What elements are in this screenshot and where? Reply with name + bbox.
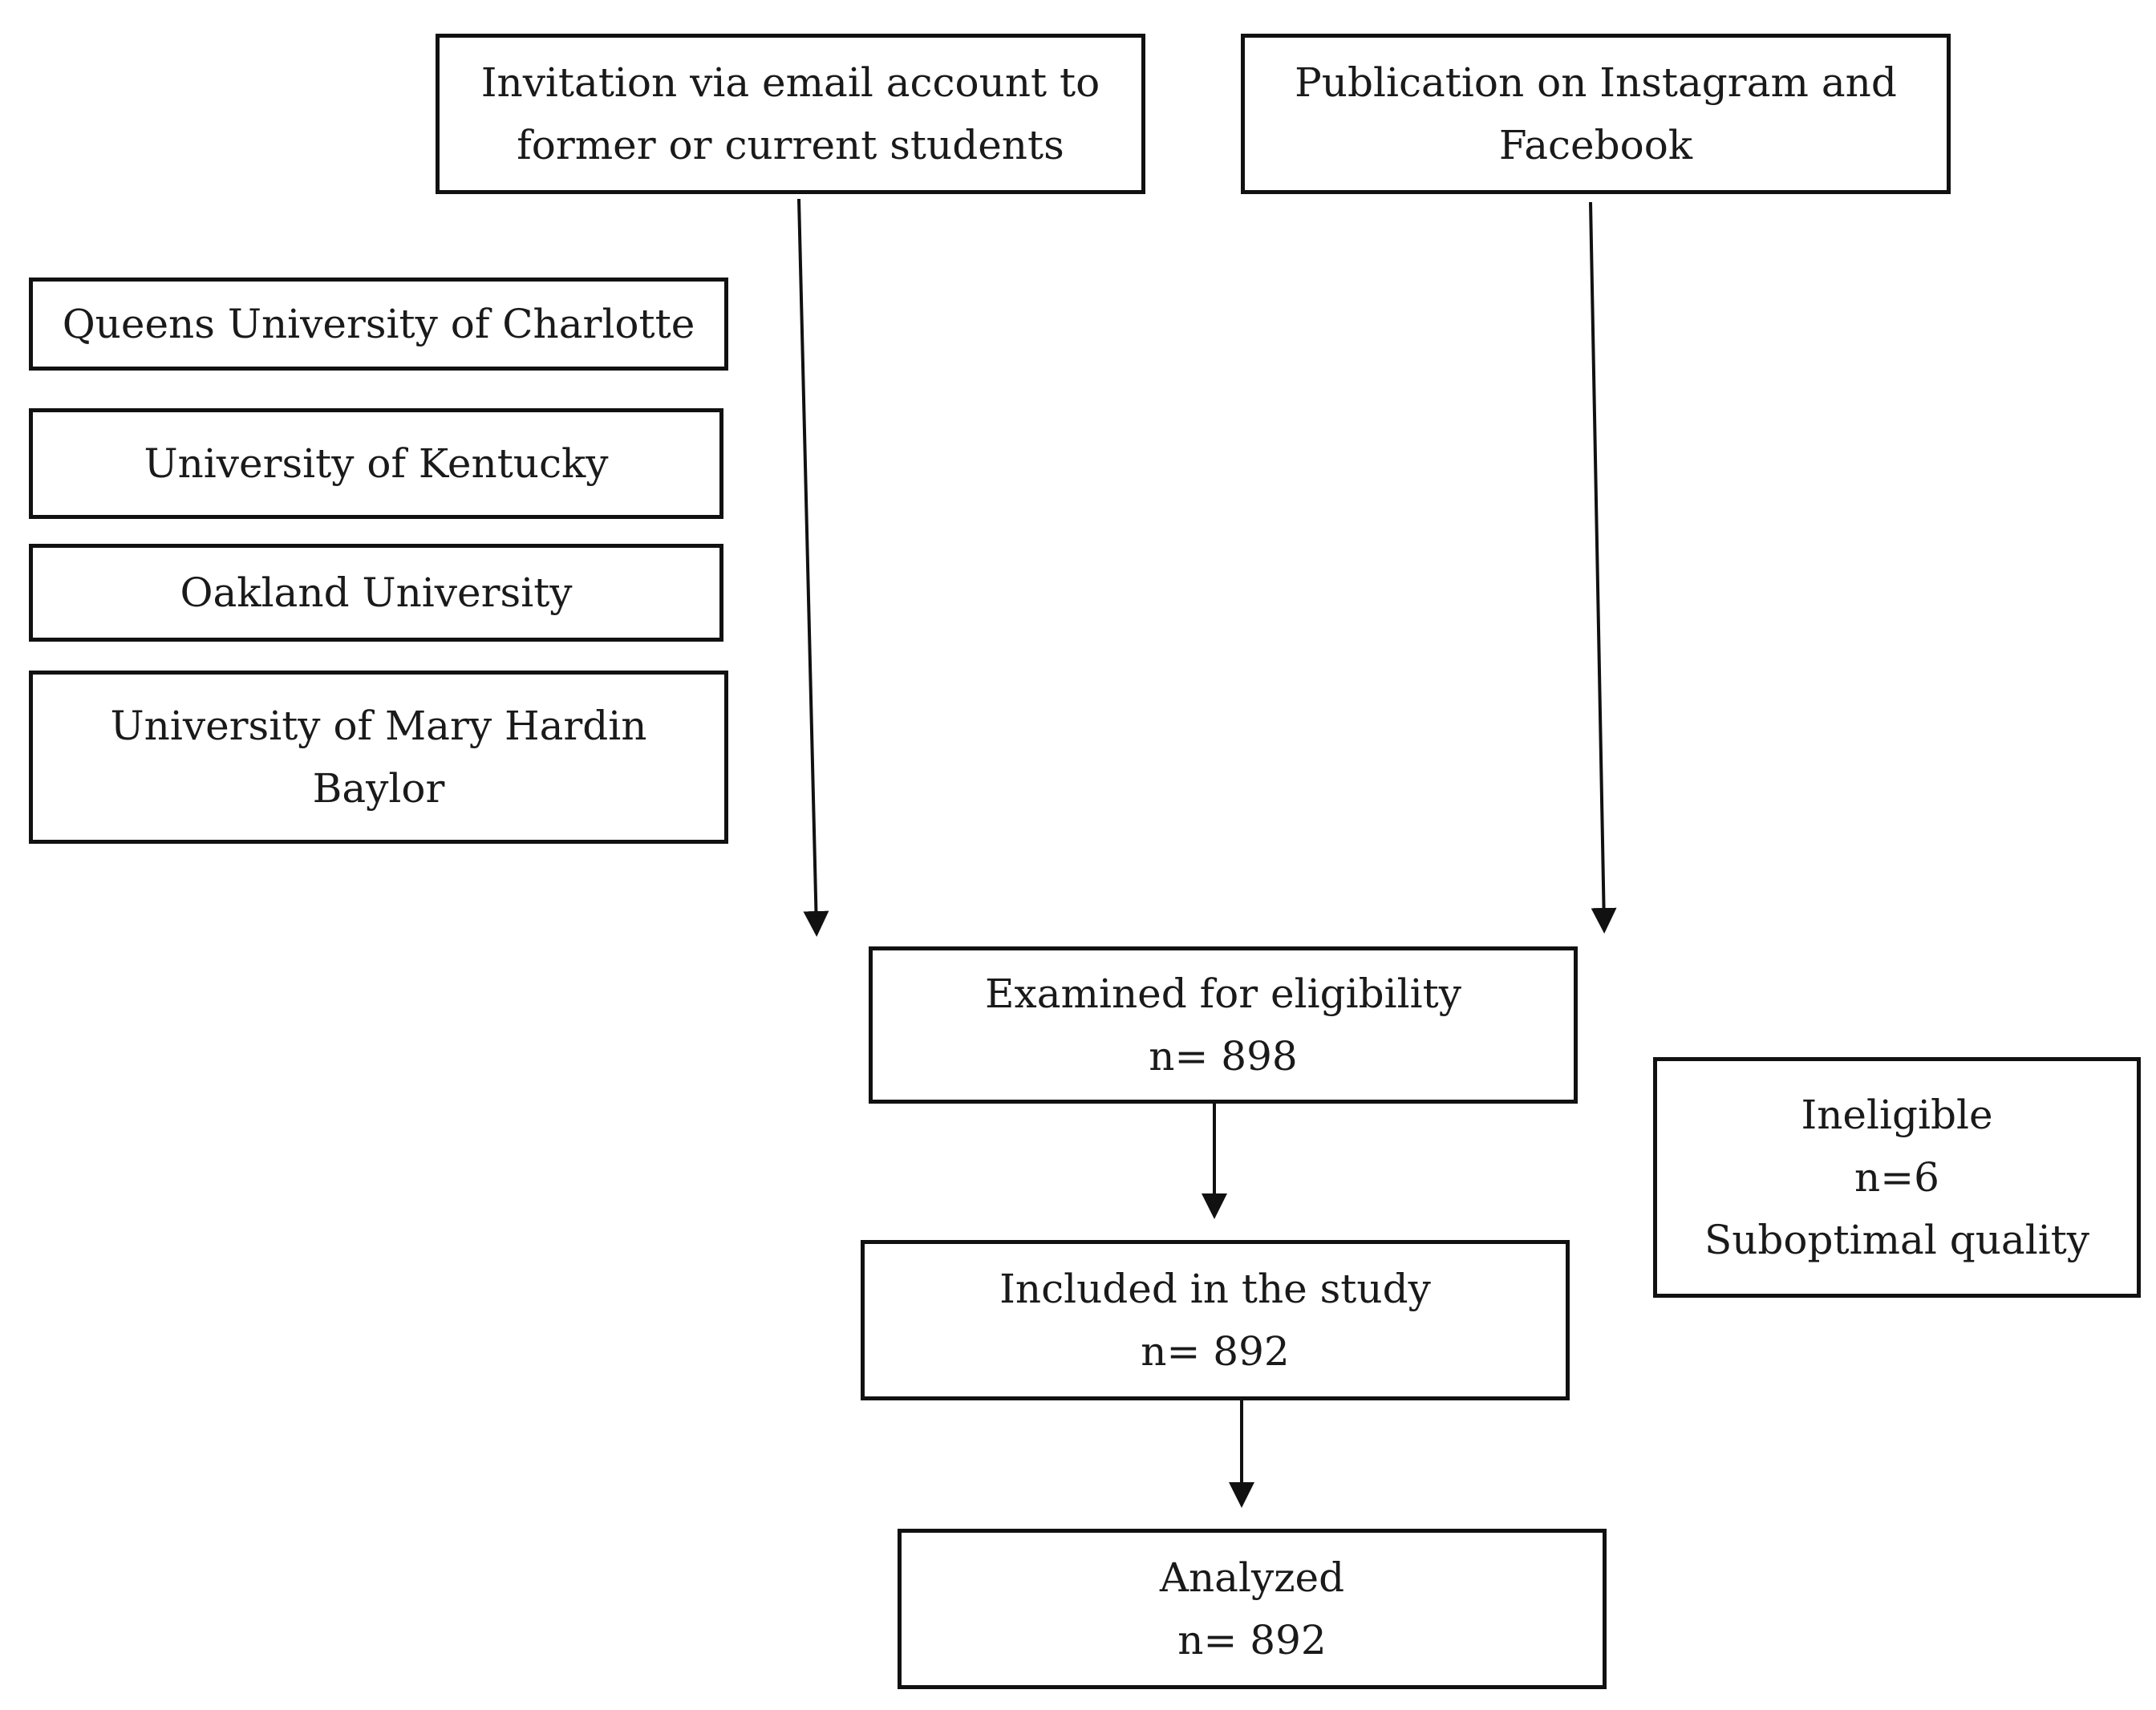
social-publication-box: Publication on Instagram and Facebook — [1241, 34, 1951, 194]
arrow-email-to-examined — [797, 198, 829, 937]
social-publication-line-2: Facebook — [1498, 122, 1693, 168]
kentucky-university-label: University of Kentucky — [144, 440, 609, 487]
ineligible-label: Ineligible — [1801, 1092, 1993, 1138]
included-study-label: Included in the study — [999, 1266, 1431, 1312]
examined-eligibility-label: Examined for eligibility — [985, 970, 1461, 1017]
queens-university-box: Queens University of Charlotte — [29, 278, 728, 371]
examined-eligibility-count: n= 898 — [1149, 1033, 1298, 1080]
examined-eligibility-box: Examined for eligibility n= 898 — [869, 946, 1578, 1104]
social-publication-line-1: Publication on Instagram and — [1295, 59, 1897, 106]
ineligible-count: n=6 — [1854, 1154, 1939, 1201]
ineligible-box: Ineligible n=6 Suboptimal quality — [1653, 1057, 2141, 1298]
analyzed-label: Analyzed — [1159, 1554, 1345, 1601]
mary-hardin-baylor-box: University of Mary Hardin Baylor — [29, 671, 728, 844]
email-invitation-box: Invitation via email account to former o… — [436, 34, 1145, 194]
kentucky-university-box: University of Kentucky — [29, 408, 723, 519]
email-invitation-line-2: former or current students — [517, 122, 1064, 168]
ineligible-reason: Suboptimal quality — [1704, 1217, 2090, 1263]
included-study-box: Included in the study n= 892 — [861, 1240, 1570, 1400]
included-study-count: n= 892 — [1141, 1328, 1290, 1375]
mary-hardin-baylor-line-2: Baylor — [312, 765, 445, 812]
oakland-university-label: Oakland University — [180, 569, 573, 616]
email-invitation-line-1: Invitation via email account to — [480, 59, 1100, 106]
analyzed-count: n= 892 — [1177, 1617, 1327, 1663]
arrow-social-to-examined — [1589, 201, 1617, 934]
queens-university-label: Queens University of Charlotte — [62, 301, 695, 347]
analyzed-box: Analyzed n= 892 — [898, 1529, 1607, 1689]
mary-hardin-baylor-line-1: University of Mary Hardin — [110, 703, 647, 749]
oakland-university-box: Oakland University — [29, 544, 723, 642]
